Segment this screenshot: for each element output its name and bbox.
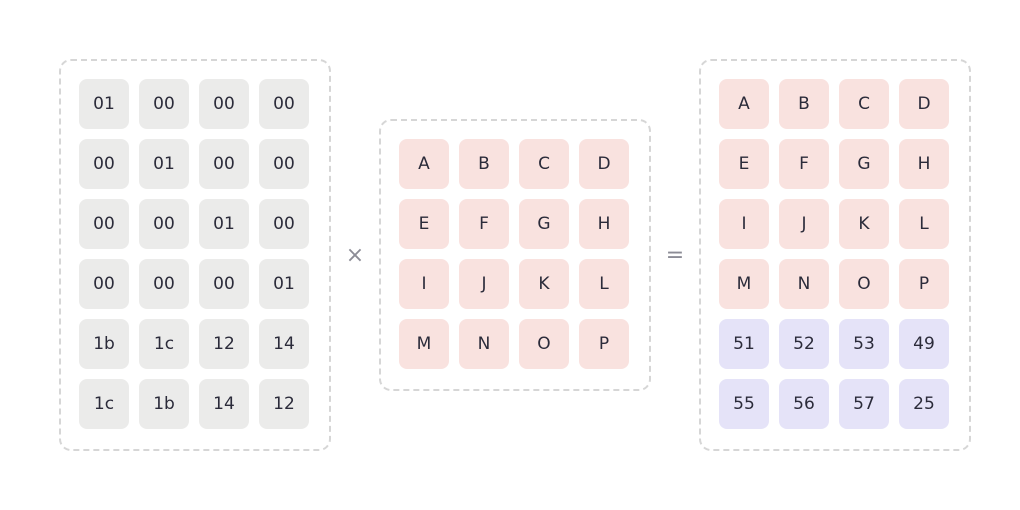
matrix-cell: 00 [79,199,129,249]
matrix-cell: P [899,259,949,309]
matrix-cell: 12 [199,319,249,369]
matrix-cell: E [399,199,449,249]
matrix-cell: P [579,319,629,369]
multiply-operator: × [345,242,365,268]
matrix-cell: 01 [259,259,309,309]
matrix-cell: 01 [139,139,189,189]
matrix-cell: C [839,79,889,129]
matrix-cell: 14 [259,319,309,369]
matrix-cell: K [519,259,569,309]
matrix-cell: D [579,139,629,189]
matrix-cell: L [579,259,629,309]
matrix-cell: J [779,199,829,249]
matrix-cell: 00 [259,139,309,189]
matrix-cell: 25 [899,379,949,429]
matrix-cell: E [719,139,769,189]
matrix-cell: I [719,199,769,249]
matrix-cell: C [519,139,569,189]
matrix-cell: F [779,139,829,189]
matrix-cell: G [519,199,569,249]
matrix-cell: N [779,259,829,309]
matrix-cell: 1c [79,379,129,429]
matrix-cell: 1b [79,319,129,369]
matrix-cell: 53 [839,319,889,369]
matrix-cell: 55 [719,379,769,429]
matrix-cell: 00 [199,79,249,129]
matrix-cell: M [399,319,449,369]
matrix-cell: A [399,139,449,189]
matrix-cell: 00 [79,139,129,189]
matrix-cell: K [839,199,889,249]
matrix-cell: B [779,79,829,129]
matrix-cell: M [719,259,769,309]
matrix-cell: 00 [79,259,129,309]
matrix-cell: 52 [779,319,829,369]
matrix-cell: 1c [139,319,189,369]
matrix-cell: 12 [259,379,309,429]
matrix-cell: 51 [719,319,769,369]
matrix-cell: O [519,319,569,369]
matrix-cell: 00 [139,79,189,129]
matrix-cell: 57 [839,379,889,429]
matrix-cell: 56 [779,379,829,429]
matrix-cell: 1b [139,379,189,429]
matrix-cell: B [459,139,509,189]
matrix-cell: 49 [899,319,949,369]
matrix-cell: 00 [139,199,189,249]
matrix-cell: F [459,199,509,249]
matrix-cell: 14 [199,379,249,429]
matrix-cell: 00 [259,79,309,129]
matrix-cell: 00 [259,199,309,249]
matrix-cell: 00 [139,259,189,309]
matrix-cell: I [399,259,449,309]
matrix-cell: J [459,259,509,309]
matrix-cell: 01 [199,199,249,249]
matrix-cell: A [719,79,769,129]
matrix-cell: H [899,139,949,189]
matrix-cell: O [839,259,889,309]
matrix-cell: 01 [79,79,129,129]
matrix-cell: L [899,199,949,249]
matrix-cell: 00 [199,139,249,189]
matrix-cell: N [459,319,509,369]
matrix-cell: D [899,79,949,129]
equals-operator: = [665,242,685,268]
matrix-cell: G [839,139,889,189]
matrix-cell: H [579,199,629,249]
matrix-cell: 00 [199,259,249,309]
